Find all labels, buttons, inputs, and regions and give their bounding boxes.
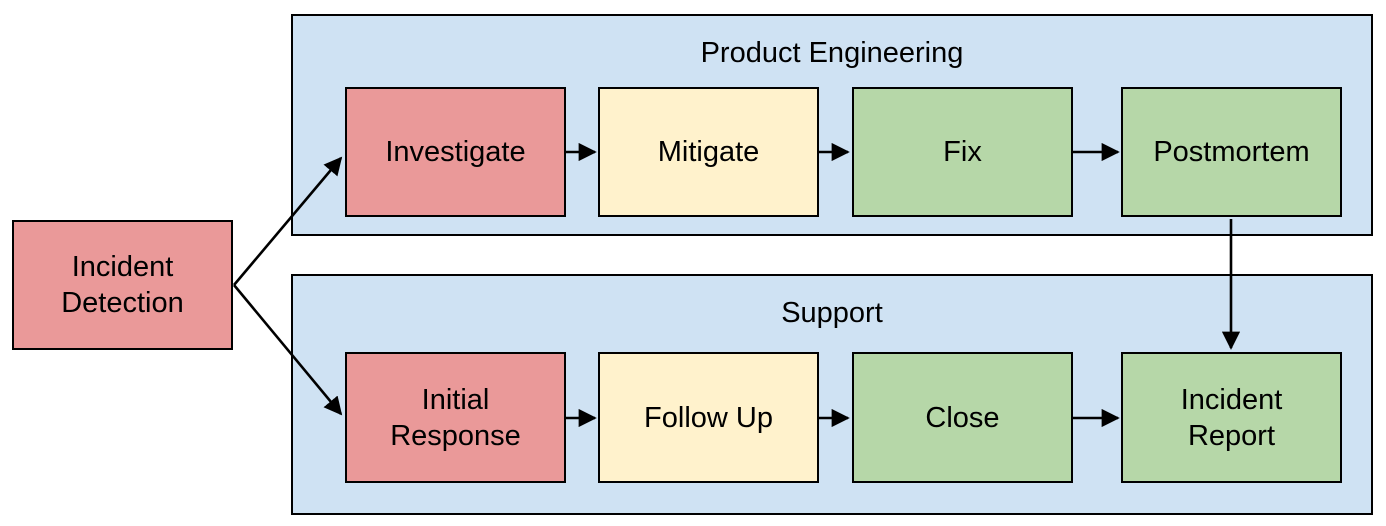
node-investigate[interactable]: Investigate xyxy=(345,87,566,217)
swimlane-title-support: Support xyxy=(781,297,883,329)
node-incident-detection[interactable]: Incident Detection xyxy=(12,220,233,350)
node-initial-response[interactable]: Initial Response xyxy=(345,352,566,483)
node-label-fix: Fix xyxy=(943,136,982,168)
node-label-postmortem: Postmortem xyxy=(1153,136,1310,168)
node-mitigate[interactable]: Mitigate xyxy=(598,87,819,217)
node-postmortem[interactable]: Postmortem xyxy=(1121,87,1342,217)
node-label-initial-response: Initial Response xyxy=(390,383,521,452)
swimlane-title-product-engineering: Product Engineering xyxy=(700,37,964,69)
node-label-close: Close xyxy=(925,401,1000,434)
node-incident-report[interactable]: Incident Report xyxy=(1121,352,1342,483)
node-follow-up[interactable]: Follow Up xyxy=(598,352,819,483)
node-label-follow-up: Follow Up xyxy=(644,401,773,434)
node-label-investigate: Investigate xyxy=(385,136,526,168)
node-label-incident-report: Incident Report xyxy=(1180,383,1283,452)
node-fix[interactable]: Fix xyxy=(852,87,1073,217)
node-label-incident-detection: Incident Detection xyxy=(61,251,184,319)
node-label-mitigate: Mitigate xyxy=(657,136,760,168)
node-close[interactable]: Close xyxy=(852,352,1073,483)
